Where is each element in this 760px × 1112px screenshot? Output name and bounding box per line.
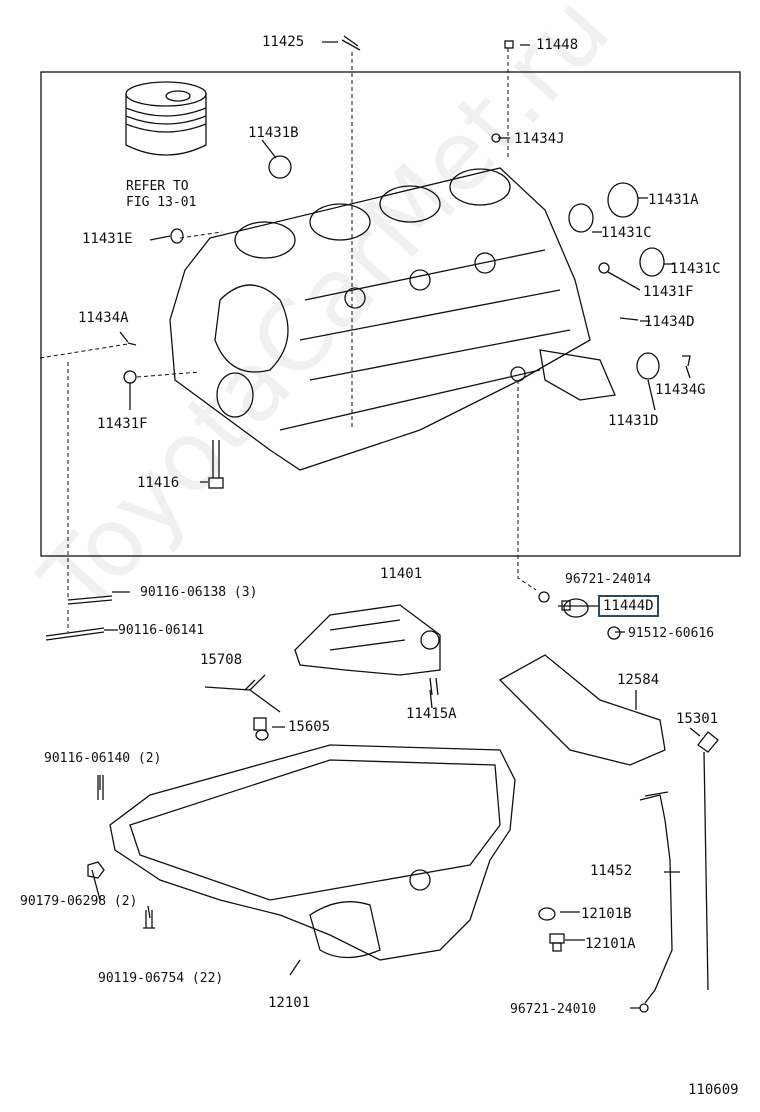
plug-11431C-b-icon bbox=[639, 247, 665, 277]
bolt-11416-icon bbox=[208, 440, 224, 489]
callout-11425: 11425 bbox=[262, 34, 305, 50]
diagram-id: 110609 bbox=[688, 1082, 739, 1098]
stud-90116-06141-icon bbox=[45, 627, 105, 641]
dipstick-guide-11452-icon bbox=[639, 791, 673, 1004]
pin-11434D-icon bbox=[619, 317, 639, 321]
nozzle-11444D-icon bbox=[561, 598, 589, 618]
callout-11431F-a: 11431F bbox=[643, 284, 694, 300]
callout-refer-to: REFER TO bbox=[126, 179, 189, 194]
plug-11431A-icon bbox=[607, 182, 639, 218]
callout-11434D: 11434D bbox=[644, 314, 695, 330]
callout-11431B: 11431B bbox=[248, 125, 299, 141]
callout-12101A: 12101A bbox=[585, 936, 636, 952]
gasket-12101B-icon bbox=[538, 907, 556, 921]
gasket-96721-24014-icon bbox=[538, 591, 550, 603]
callout-fig-13-01: FIG 13-01 bbox=[126, 195, 197, 210]
plug-11431E-icon bbox=[170, 228, 184, 244]
stud-90116-06138-icon bbox=[67, 595, 113, 605]
plug-11431C-a-icon bbox=[568, 203, 594, 233]
bolt-91512-60616-icon bbox=[607, 626, 621, 640]
oil-strainer-cover-icon bbox=[294, 604, 441, 676]
callout-11434J: 11434J bbox=[514, 131, 565, 147]
plug-11431F-a-icon bbox=[598, 262, 610, 274]
plug-11431B-icon bbox=[268, 155, 292, 179]
callout-11434G: 11434G bbox=[655, 382, 706, 398]
callout-96721-24014: 96721-24014 bbox=[565, 572, 652, 587]
dipstick-15301-icon bbox=[697, 731, 719, 991]
callout-11431A: 11431A bbox=[648, 192, 699, 208]
callout-12584: 12584 bbox=[617, 672, 660, 688]
callout-15301: 15301 bbox=[676, 711, 719, 727]
pin-11434G-icon bbox=[682, 355, 691, 367]
baffle-plate-12584-icon bbox=[498, 654, 666, 766]
callout-11431C-a: 11431C bbox=[601, 225, 652, 241]
callout-15605: 15605 bbox=[288, 719, 331, 735]
pin-11434A-icon bbox=[127, 342, 137, 346]
callout-96721-24010: 96721-24010 bbox=[510, 1002, 597, 1017]
callout-11431E: 11431E bbox=[82, 231, 133, 247]
callout-90116-06141: 90116-06141 bbox=[118, 623, 205, 638]
drain-plug-12101A-icon bbox=[549, 933, 565, 952]
callout-11401: 11401 bbox=[380, 566, 423, 582]
bracket-15708-icon bbox=[204, 674, 281, 713]
callout-11448: 11448 bbox=[536, 37, 579, 53]
seal-11431D-icon bbox=[636, 352, 660, 380]
callout-90119-06754: 90119-06754 (22) bbox=[98, 971, 224, 986]
bolt-90119-06754-icon bbox=[143, 910, 155, 929]
plug-11431F-b-icon bbox=[123, 370, 137, 384]
block-group-frame bbox=[40, 71, 741, 557]
stud-11415A-icon bbox=[429, 677, 439, 696]
callout-11415A: 11415A bbox=[406, 706, 457, 722]
callout-11431D: 11431D bbox=[608, 413, 659, 429]
callout-11416: 11416 bbox=[137, 475, 180, 491]
callout-15708: 15708 bbox=[200, 652, 243, 668]
piston-icon bbox=[125, 81, 207, 156]
bolt-11425-icon bbox=[341, 35, 361, 51]
callout-90116-06140: 90116-06140 (2) bbox=[44, 751, 162, 766]
cylinder-block-icon bbox=[169, 167, 616, 471]
callout-12101: 12101 bbox=[268, 995, 311, 1011]
callout-11452: 11452 bbox=[590, 863, 633, 879]
callout-91512-60616: 91512-60616 bbox=[628, 626, 715, 641]
callout-11444D: 11444D bbox=[598, 595, 659, 617]
oil-pan-12101-icon bbox=[109, 744, 516, 961]
callout-12101B: 12101B bbox=[581, 906, 632, 922]
callout-11431F-b: 11431F bbox=[97, 416, 148, 432]
plug-11448-icon bbox=[504, 40, 514, 49]
callout-90116-06138: 90116-06138 (3) bbox=[140, 585, 258, 600]
nut-90179-06298-icon bbox=[87, 861, 105, 879]
gasket-96721-24010-icon bbox=[639, 1003, 649, 1013]
strainer-15605-icon bbox=[253, 717, 269, 741]
callout-11431C-b: 11431C bbox=[670, 261, 721, 277]
callout-90179-06298: 90179-06298 (2) bbox=[20, 894, 138, 909]
callout-11434A: 11434A bbox=[78, 310, 129, 326]
stud-90116-06140-icon bbox=[97, 775, 104, 800]
